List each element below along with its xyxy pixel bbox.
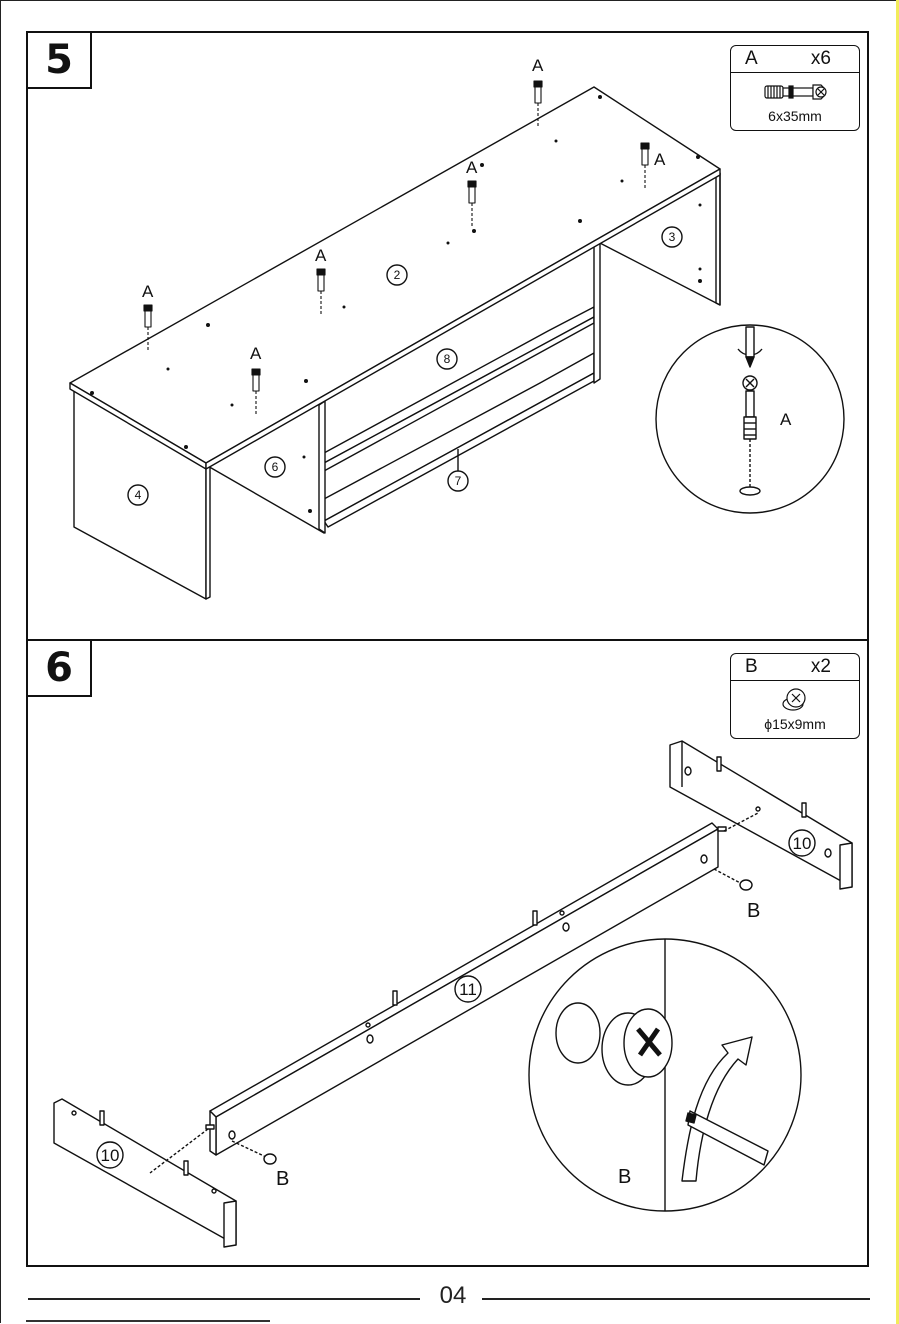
detail-label-a: A	[780, 410, 792, 429]
part-number: 10	[101, 1146, 120, 1165]
callout-a: A	[654, 150, 666, 169]
callout-a: A	[142, 282, 154, 301]
part-number: 11	[459, 980, 477, 999]
page-number: 04	[425, 1282, 481, 1310]
part-number: 8	[444, 352, 451, 366]
step-5-panel: 5 A x6 6x35mm	[26, 31, 869, 641]
callout-b: B	[276, 1168, 289, 1190]
footer-rule-left	[28, 1298, 420, 1300]
detail-label-b: B	[618, 1166, 631, 1188]
divider-shape	[319, 401, 325, 533]
callout-a: A	[250, 344, 262, 363]
part-number: 6	[272, 460, 279, 474]
step-6-panel: 6 B x2 ϕ15x9mm	[26, 639, 869, 1267]
callout-a: A	[315, 246, 327, 265]
callout-b: B	[747, 900, 760, 922]
footer-rule-right	[482, 1298, 870, 1300]
part-number: 3	[669, 230, 676, 244]
part-number: 10	[793, 834, 812, 853]
bottom-rule	[26, 1320, 270, 1322]
part-number: 2	[394, 268, 401, 282]
step-5-assembly-drawing: A A A A A A A 2 3 4 6 7 8	[28, 33, 867, 639]
callout-a: A	[466, 158, 478, 177]
callout-a: A	[532, 56, 544, 75]
panel-10-left-shape	[54, 1099, 236, 1245]
part-number: 4	[135, 488, 142, 502]
step-6-assembly-drawing: B B B 10 10 11	[28, 641, 867, 1265]
part-number: 7	[455, 474, 462, 488]
